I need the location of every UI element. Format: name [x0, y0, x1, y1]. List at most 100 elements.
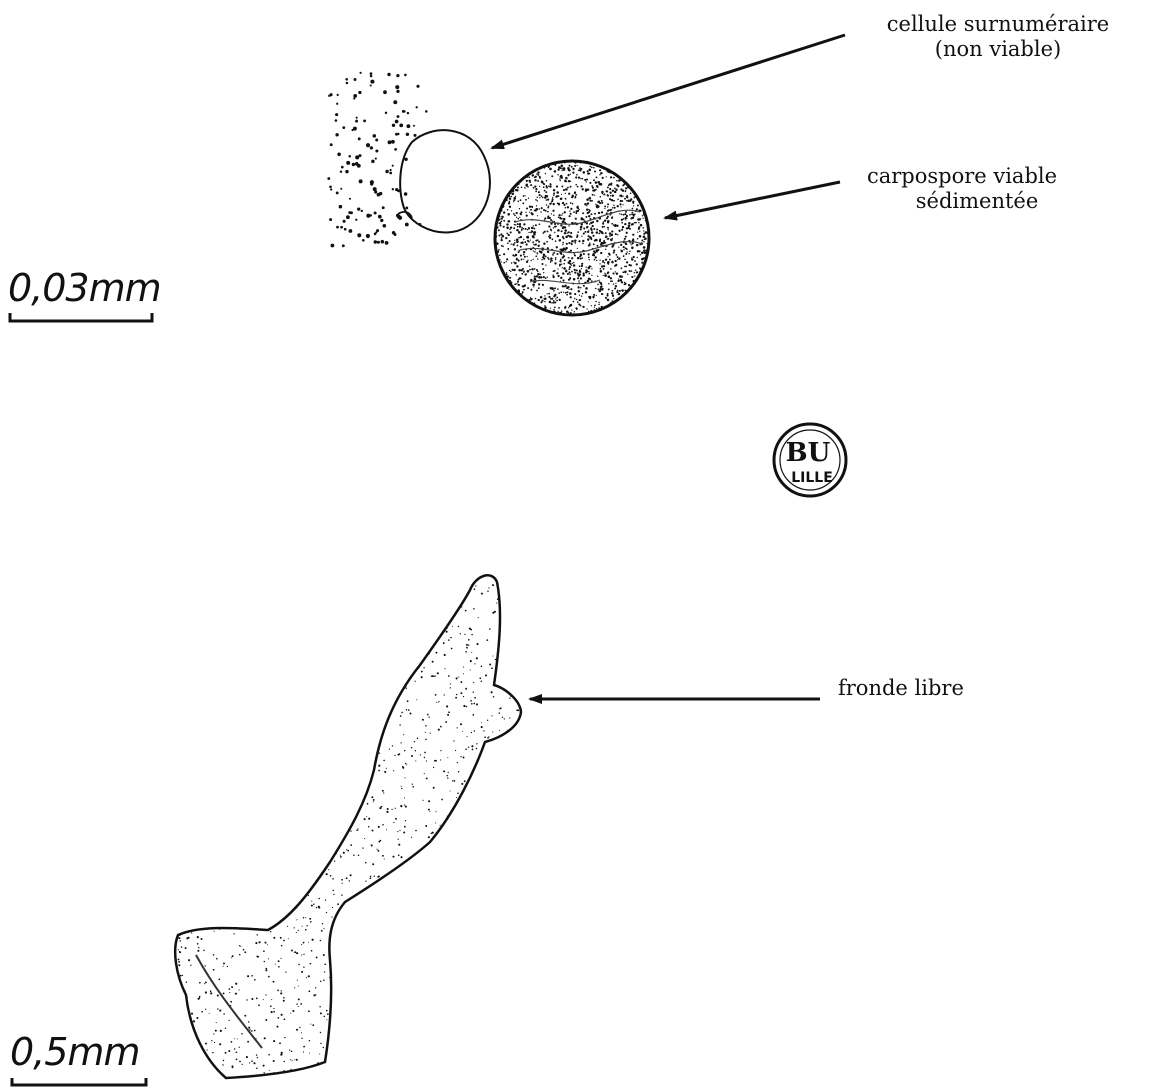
- spore-stipple-dot: [627, 186, 629, 188]
- spore-stipple-dot: [563, 167, 565, 169]
- frond-stipple-dot: [332, 878, 334, 880]
- frond-stipple-dot: [335, 662, 336, 663]
- frond-stipple-dot: [457, 590, 458, 591]
- frond-stipple-dot: [180, 916, 181, 917]
- frond-stipple-dot: [347, 1000, 348, 1001]
- frond-stipple-dot: [504, 808, 505, 809]
- frond-stipple-dot: [184, 1060, 185, 1061]
- frond-stipple-dot: [300, 694, 301, 695]
- spore-stipple-dot: [567, 187, 569, 189]
- frond-stipple-dot: [276, 779, 278, 781]
- frond-stipple-dot: [424, 906, 426, 908]
- scale-label-top: 0,03mm: [8, 266, 161, 310]
- frond-stipple-dot: [393, 822, 394, 823]
- spore-stipple-dot: [592, 235, 594, 237]
- frond-stipple-dot: [236, 810, 237, 811]
- spore-stipple-dot: [637, 218, 640, 221]
- frond-stipple-dot: [267, 859, 268, 860]
- frond-stipple-dot: [225, 1052, 227, 1054]
- frond-stipple-dot: [358, 800, 360, 802]
- frond-stipple-dot: [508, 936, 509, 937]
- spore-stipple-dot: [550, 308, 551, 309]
- spore-stipple-dot: [522, 285, 524, 287]
- spore-stipple-dot: [587, 253, 589, 255]
- spore-stipple-dot: [599, 238, 601, 240]
- spore-stipple-dot: [631, 257, 632, 258]
- frond-stipple-dot: [261, 752, 262, 753]
- frond-stipple-dot: [214, 604, 215, 605]
- frond-stipple-dot: [347, 850, 349, 852]
- frond-stipple-dot: [482, 1060, 483, 1061]
- frond-stipple-dot: [333, 713, 335, 715]
- frond-stipple-dot: [178, 632, 179, 633]
- frond-stipple-dot: [345, 822, 346, 823]
- frond-stipple-dot: [281, 876, 283, 878]
- frond-stipple-dot: [249, 686, 251, 688]
- frond-stipple-dot: [491, 667, 493, 669]
- frond-stipple-dot: [460, 681, 462, 683]
- frond-stipple-dot: [339, 1006, 341, 1008]
- frond-stipple-dot: [492, 612, 494, 614]
- frond-stipple-dot: [434, 916, 436, 918]
- frond-stipple-dot: [379, 1027, 381, 1029]
- frond-stipple-dot: [465, 749, 467, 751]
- spore-stipple-dot: [561, 214, 562, 215]
- frond-stipple-dot: [439, 988, 440, 989]
- frond-stipple-dot: [306, 816, 308, 818]
- spore-stipple-dot: [635, 269, 636, 270]
- spore-stipple-dot: [549, 168, 552, 171]
- frond-stipple-dot: [367, 1013, 369, 1015]
- frond-stipple-dot: [324, 971, 325, 972]
- frond-stipple-dot: [514, 959, 516, 961]
- frond-stipple-dot: [212, 730, 213, 731]
- frond-stipple-dot: [353, 654, 354, 655]
- frond-stipple-dot: [315, 653, 317, 655]
- frond-stipple-dot: [289, 710, 291, 712]
- frond-stipple-dot: [492, 656, 493, 657]
- frond-stipple-dot: [473, 982, 474, 983]
- spore-stipple-dot: [569, 235, 572, 238]
- frond-stipple-dot: [209, 1013, 210, 1014]
- frond-stipple-dot: [281, 856, 283, 858]
- mucilage-dot: [404, 192, 408, 196]
- frond-stipple-dot: [395, 649, 397, 651]
- frond-stipple-dot: [229, 988, 231, 990]
- frond-stipple-dot: [326, 912, 327, 913]
- frond-stipple-dot: [314, 1077, 316, 1079]
- frond-stipple-dot: [285, 971, 286, 972]
- frond-stipple-dot: [276, 779, 278, 781]
- frond-stipple-dot: [204, 983, 205, 984]
- spore-stipple-dot: [630, 264, 632, 266]
- frond-stipple-dot: [312, 1024, 314, 1026]
- frond-stipple-dot: [177, 1014, 179, 1016]
- spore-stipple-dot: [570, 202, 572, 204]
- frond-stipple-dot: [367, 1003, 368, 1004]
- frond-stipple-dot: [440, 726, 442, 728]
- frond-stipple-dot: [212, 1052, 213, 1053]
- frond-stipple-dot: [521, 916, 523, 918]
- mucilage-dot: [353, 127, 357, 131]
- frond-stipple-dot: [331, 1059, 333, 1061]
- frond-stipple-dot: [205, 1009, 206, 1010]
- frond-stipple-dot: [410, 953, 411, 954]
- frond-stipple-dot: [258, 1004, 260, 1006]
- spore-stipple-dot: [589, 243, 590, 244]
- frond-stipple-dot: [264, 697, 266, 699]
- frond-stipple-dot: [245, 717, 247, 719]
- mucilage-dot: [340, 188, 342, 190]
- spore-stipple-dot: [604, 219, 606, 221]
- frond-stipple-dot: [421, 657, 423, 659]
- frond-stipple-dot: [378, 591, 380, 593]
- spore-stipple-dot: [496, 226, 498, 228]
- spore-stipple-dot: [607, 203, 609, 205]
- frond-stipple-dot: [303, 767, 304, 768]
- spore-stipple-dot: [517, 230, 519, 232]
- frond-stipple-dot: [372, 749, 373, 750]
- frond-stipple-dot: [239, 1047, 240, 1048]
- spore-stipple-dot: [598, 307, 600, 309]
- frond-stipple-dot: [265, 969, 267, 971]
- spore-stipple-dot: [574, 271, 576, 273]
- frond-stipple-dot: [516, 626, 517, 627]
- frond-stipple-dot: [178, 578, 179, 579]
- frond-stipple-dot: [516, 1081, 518, 1083]
